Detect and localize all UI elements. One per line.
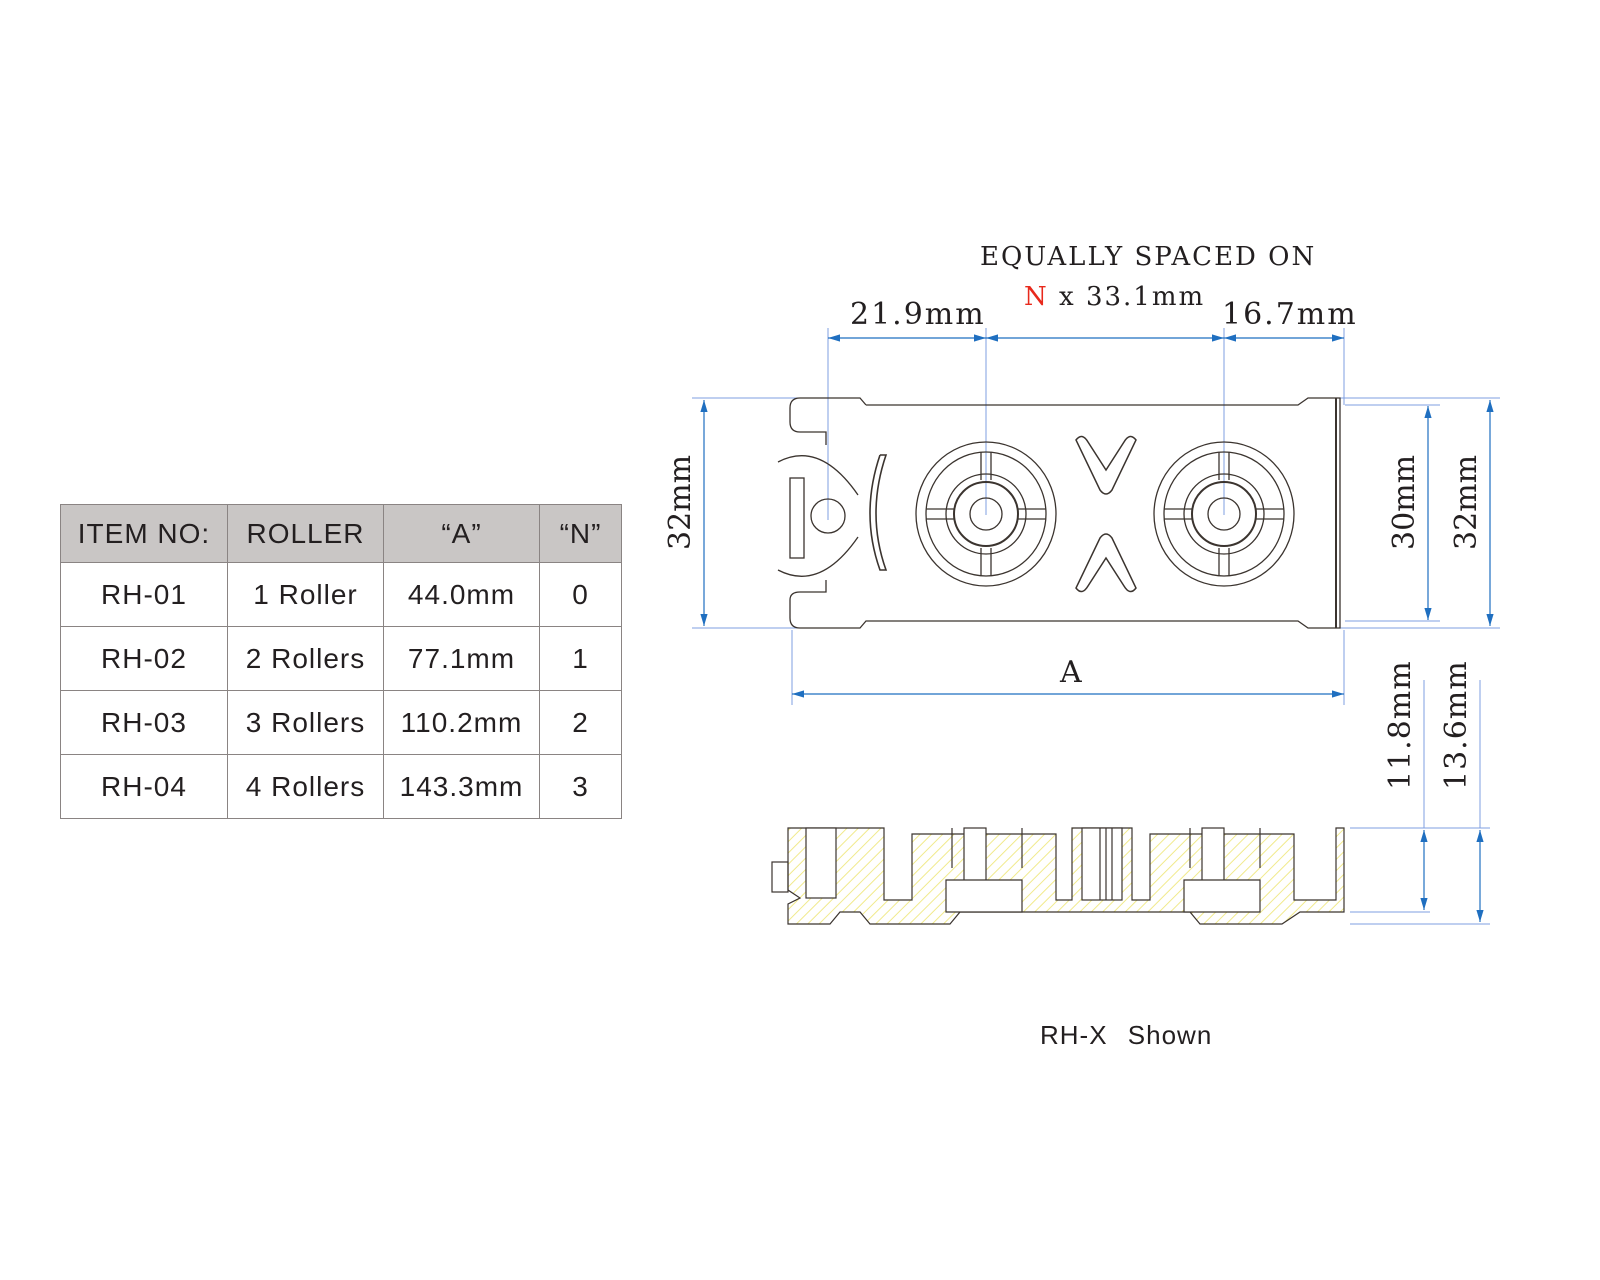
cell-item: RH-04 xyxy=(60,754,228,819)
roller-spec-table: ITEM NO: ROLLER “A” “N” RH-01 1 Roller 4… xyxy=(60,504,622,819)
dim-height-left-label: 32mm xyxy=(663,455,698,550)
table-row: RH-03 3 Rollers 110.2mm 2 xyxy=(60,690,622,755)
dim-side-inner-label: 11.8mm xyxy=(1383,660,1418,790)
top-view-part xyxy=(777,397,1341,629)
roller-seat-1 xyxy=(915,441,1057,587)
dimension-arrows xyxy=(700,334,1494,922)
note-pitch: N x 33.1mm xyxy=(1024,282,1205,312)
table-row: RH-04 4 Rollers 143.3mm 3 xyxy=(60,754,622,819)
dim-height-outer-label: 32mm xyxy=(1449,455,1484,550)
dim-left-label: 21.9mm xyxy=(850,297,986,332)
table-row: RH-01 1 Roller 44.0mm 0 xyxy=(60,562,622,627)
roller-seat-2 xyxy=(1153,441,1295,587)
dim-height-inner-label: 30mm xyxy=(1387,455,1422,550)
cell-roller: 1 Roller xyxy=(227,562,384,627)
cell-roller: 4 Rollers xyxy=(227,754,384,819)
note-equally-spaced: EQUALLY SPACED ON xyxy=(980,242,1316,272)
cell-n: 1 xyxy=(539,626,622,691)
cell-n: 2 xyxy=(539,690,622,755)
table-header-row: ITEM NO: ROLLER “A” “N” xyxy=(60,504,622,563)
cell-a: 143.3mm xyxy=(383,754,540,819)
dim-right-label: 16.7mm xyxy=(1222,297,1358,332)
table-row: RH-02 2 Rollers 77.1mm 1 xyxy=(60,626,622,691)
cell-a: 77.1mm xyxy=(383,626,540,691)
cell-roller: 3 Rollers xyxy=(227,690,384,755)
drawing-caption: RH-X Shown xyxy=(1040,1020,1213,1050)
header-item-no: ITEM NO: xyxy=(60,504,228,563)
note-n: N xyxy=(1024,282,1049,312)
note-pitch-value: x 33.1mm xyxy=(1049,282,1205,312)
side-view-part xyxy=(771,827,1345,925)
cell-a: 44.0mm xyxy=(383,562,540,627)
cell-a: 110.2mm xyxy=(383,690,540,755)
cell-item: RH-01 xyxy=(60,562,228,627)
cell-roller: 2 Rollers xyxy=(227,626,384,691)
cell-n: 3 xyxy=(539,754,622,819)
dim-length-label: A xyxy=(1059,655,1082,690)
header-n: “N” xyxy=(539,504,622,563)
dim-side-outer-label: 13.6mm xyxy=(1439,660,1474,790)
